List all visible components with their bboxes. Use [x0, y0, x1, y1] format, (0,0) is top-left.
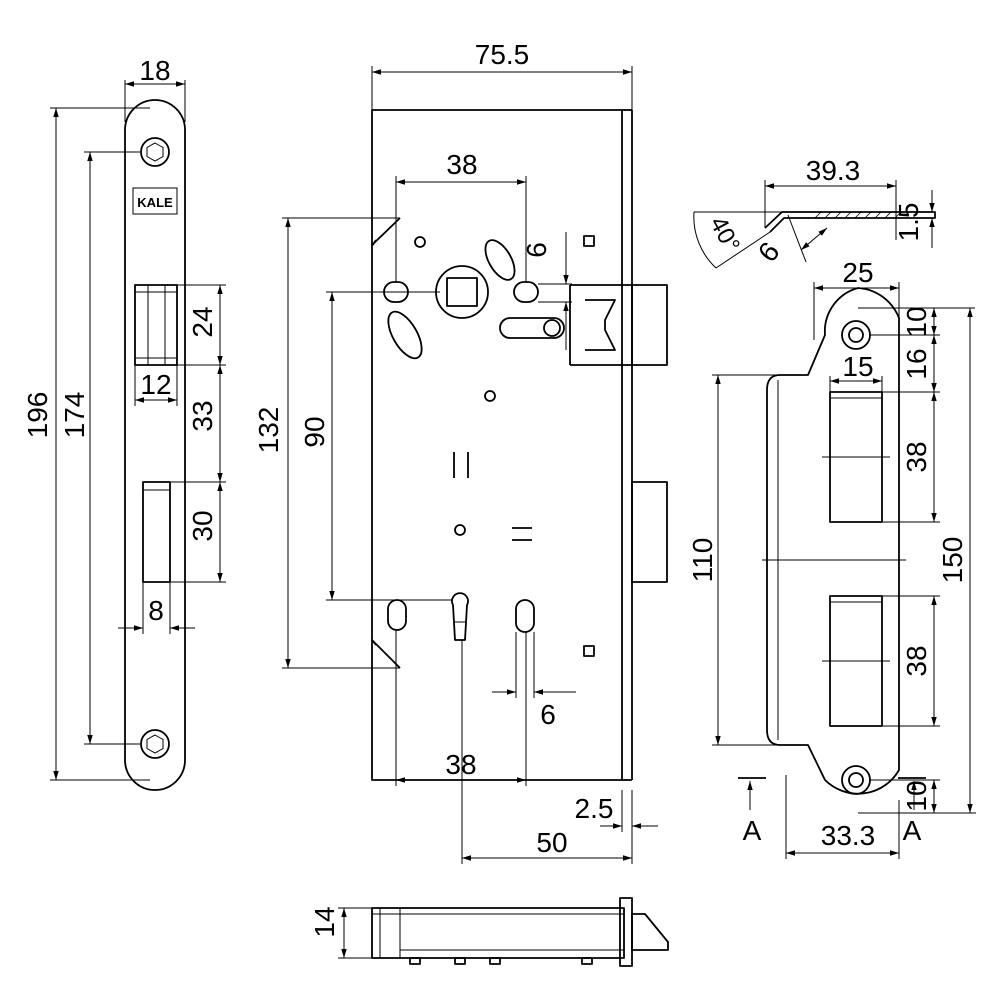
latch-opening	[134, 284, 178, 366]
dim-lower-opening-height: 38	[901, 645, 932, 676]
dim-section-lip: 6	[752, 236, 786, 268]
dim-opening-width: 15	[842, 351, 873, 382]
dim-strike-total-height: 150	[937, 537, 968, 584]
dim-center-distance: 90	[299, 416, 330, 447]
dim-strike-body-height: 110	[687, 538, 718, 583]
dim-latch-opening-height: 24	[187, 306, 218, 337]
dead-bolt	[631, 481, 668, 583]
dim-bottom-hole-spacing: 38	[445, 749, 476, 780]
dim-faceplate-thickness: 2.5	[575, 793, 614, 824]
dim-side-thickness: 14	[309, 906, 340, 937]
latch-bolt	[569, 284, 668, 366]
spring-slot-right	[484, 239, 516, 281]
upper-right-slot	[513, 281, 539, 303]
bolt-opening	[142, 481, 171, 583]
strike-plate-outline	[766, 287, 900, 795]
section-profile	[764, 211, 936, 233]
faceplate-view: KALE 18 196 174 24 12	[22, 55, 226, 791]
lower-left-slot	[387, 599, 407, 631]
strike-section-view: 39.3 40° 6 1.5	[693, 155, 936, 269]
lock-body-view: 75.5 38 6 132 90 38 6	[253, 39, 668, 864]
dim-bolt-opening-width: 8	[148, 595, 164, 626]
keyhole-icon	[451, 592, 469, 641]
side-latch	[631, 913, 669, 951]
dim-upper-opening-height: 38	[901, 441, 932, 472]
dim-section-length: 39.3	[806, 155, 861, 186]
lower-right-slot	[515, 599, 535, 633]
dim-bottom-slot: 6	[540, 699, 556, 730]
faceplate-outline	[124, 99, 186, 791]
brand-logo-box	[132, 187, 178, 215]
follower-square-icon	[435, 265, 489, 319]
dim-bolt-opening-height: 30	[187, 510, 218, 541]
dim-section-width: 33.3	[821, 820, 876, 851]
brand-logo: KALE	[137, 195, 173, 210]
dim-strike-top-width: 25	[842, 257, 873, 288]
dim-strike-top-hole: 10	[901, 306, 932, 337]
dim-screw-spacing: 174	[59, 392, 90, 439]
dim-faceplate-width: 18	[139, 55, 170, 86]
dim-section-angle: 40°	[704, 212, 745, 257]
strike-top-hole-icon	[841, 320, 871, 350]
dim-section-thickness: 1.5	[893, 203, 924, 242]
lock-case-outline	[371, 109, 623, 781]
section-marker-left: A	[743, 815, 762, 846]
side-view: 14	[309, 897, 669, 967]
section-marker-right: A	[903, 815, 922, 846]
dim-body-height: 132	[253, 407, 284, 454]
spring-slot-left	[387, 310, 423, 360]
dim-top-hole-spacing: 38	[446, 149, 477, 180]
dim-follower-slot: 6	[521, 242, 552, 258]
dim-latch-opening-width: 12	[140, 369, 171, 400]
lever-slot	[499, 317, 565, 339]
dim-opening-gap: 33	[187, 400, 218, 431]
strike-plate-view: 25 10 16 15 38 110 150 38 10	[687, 257, 976, 859]
dim-hole-to-opening: 16	[901, 348, 932, 379]
dim-body-width: 75.5	[475, 39, 530, 70]
top-screw-icon	[140, 137, 170, 167]
dim-backset: 50	[536, 827, 567, 858]
dim-strike-bottom-hole: 10	[901, 780, 932, 811]
dim-faceplate-height: 196	[22, 392, 53, 439]
bottom-screw-icon	[140, 729, 170, 759]
strike-bottom-hole-icon	[841, 765, 871, 795]
